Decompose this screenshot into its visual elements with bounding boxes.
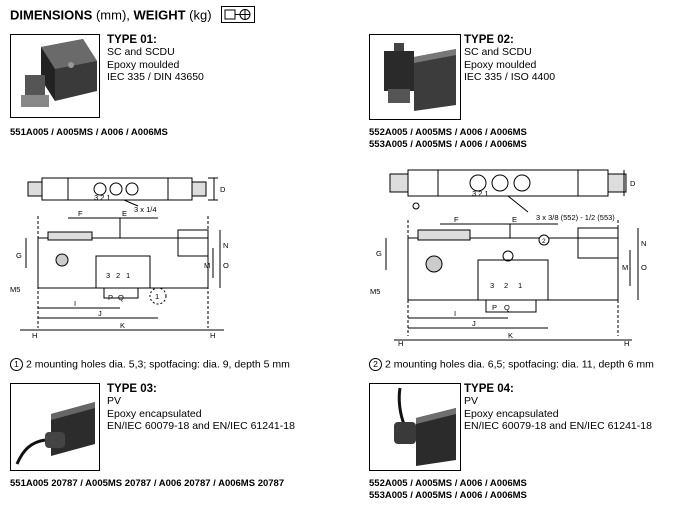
type02-photo (369, 34, 461, 120)
type02-line-3: IEC 335 / ISO 4400 (464, 71, 556, 83)
type01-code-1: 551A005 / A005MS / A006 / A006MS (10, 127, 168, 138)
dim-p: P (492, 303, 497, 312)
type04-code-2: 553A005 / A005MS / A006 / A006MS (369, 490, 527, 501)
dim-h-left: H (32, 331, 37, 340)
type02-code-1: 552A005 / A005MS / A006 / A006MS (369, 127, 527, 138)
dim-q: Q (504, 303, 510, 312)
solenoid-connector-photo-icon (21, 39, 97, 107)
ports-label: 3 x 3/8 (552) - 1/2 (553) (536, 213, 615, 222)
dim-d: D (630, 179, 636, 188)
heading-unit-mm: (mm), (95, 7, 130, 23)
type03-title: TYPE 03: (107, 383, 157, 395)
dim-f: F (454, 215, 459, 224)
dim-j: J (472, 319, 476, 328)
type02-line-2: Epoxy moulded (464, 58, 537, 71)
protection-symbol-icon (221, 6, 256, 26)
type01-line-2: Epoxy moulded (107, 58, 180, 71)
type01-title: TYPE 01: (107, 34, 157, 46)
type03-line-2: Epoxy encapsulated (107, 407, 202, 420)
dim-h-left: H (398, 339, 403, 346)
dim-n: N (641, 239, 646, 248)
dim-i: I (74, 299, 76, 308)
port-3: 3 (106, 271, 110, 280)
port-1: 1 (126, 271, 130, 280)
dim-q: Q (118, 293, 124, 302)
type02-code-2: 553A005 / A005MS / A006 / A006MS (369, 139, 527, 150)
technical-drawing-left: 3 x 1/4 D 3 2 1 F E G N O M M5 H H I J K… (10, 177, 229, 340)
dim-j: J (98, 309, 102, 318)
technical-drawing-right: 3 x 3/8 (552) - 1/2 (553) D 3 2 1 F E G … (370, 169, 647, 346)
heading-unit-kg: (kg) (189, 7, 212, 23)
dim-d: D (220, 185, 226, 194)
note-2-number: 2 (369, 358, 382, 371)
dim-k: K (508, 331, 513, 340)
dim-m5: M5 (10, 285, 20, 294)
type03-info: TYPE 03: PV Epoxy encapsulated EN/IEC 60… (107, 383, 295, 433)
dim-e: E (122, 209, 127, 218)
type03-line-3: EN/IEC 60079-18 and EN/IEC 61241-18 (107, 420, 295, 432)
type02-line-1: SC and SCDU (464, 46, 532, 58)
dim-m5: M5 (370, 287, 380, 296)
dim-m: M (204, 261, 210, 270)
dim-n: N (223, 241, 228, 250)
note-2-text: 2 mounting holes dia. 6,5; spotfacing: d… (385, 358, 654, 371)
type04-info: TYPE 04: PV Epoxy encapsulated EN/IEC 60… (464, 383, 652, 433)
dim-p: P (108, 293, 113, 302)
encapsulated-coil-photo-icon (394, 387, 456, 466)
solenoid-connector-photo-icon (384, 43, 456, 111)
note-1-number: 1 (10, 358, 23, 371)
callout-1: 1 (155, 292, 159, 301)
type02-info: TYPE 02: SC and SCDU Epoxy moulded IEC 3… (464, 34, 555, 84)
type03-line-1: PV (107, 395, 122, 407)
dim-e: E (512, 215, 517, 224)
encapsulated-coil-photo-icon (15, 402, 95, 465)
dim-g: G (16, 251, 22, 260)
type04-photo (369, 383, 461, 471)
heading-dimensions: DIMENSIONS (10, 7, 93, 23)
callout-2: 2 (542, 238, 546, 245)
type03-photo (10, 383, 100, 471)
port-2: 2 (116, 271, 120, 280)
heading-weight: WEIGHT (133, 7, 186, 23)
note-1-text: 2 mounting holes dia. 5,3; spotfacing: d… (26, 358, 290, 371)
dim-i: I (454, 309, 456, 318)
port-2: 2 (504, 281, 508, 290)
type04-line-1: PV (464, 395, 479, 407)
type04-code-1: 552A005 / A005MS / A006 / A006MS (369, 478, 527, 489)
dim-h-right: H (624, 339, 629, 346)
dim-h-right: H (210, 331, 215, 340)
type03-code-1: 551A005 20787 / A005MS 20787 / A006 2078… (10, 478, 285, 489)
dim-o: O (641, 263, 647, 272)
dim-g: G (376, 249, 382, 258)
top-view-body (41, 177, 193, 201)
ports-label: 3 x 1/4 (134, 205, 157, 214)
page-heading: DIMENSIONS (mm), WEIGHT (kg) (10, 6, 256, 26)
dim-o: O (223, 261, 229, 270)
dim-k: K (120, 321, 125, 330)
type02-title: TYPE 02: (464, 34, 514, 46)
dim-m: M (622, 263, 628, 272)
type01-line-3: IEC 335 / DIN 43650 (107, 71, 204, 83)
port-1: 1 (518, 281, 522, 290)
type01-info: TYPE 01: SC and SCDU Epoxy moulded IEC 3… (107, 34, 204, 84)
port-numbers: 3 2 1 (472, 189, 489, 198)
dim-f: F (78, 209, 83, 218)
type04-line-2: Epoxy encapsulated (464, 407, 559, 420)
type01-photo (10, 34, 100, 118)
port-numbers: 3 2 1 (94, 193, 111, 202)
type04-line-3: EN/IEC 60079-18 and EN/IEC 61241-18 (464, 420, 652, 432)
type04-title: TYPE 04: (464, 383, 514, 395)
type01-line-1: SC and SCDU (107, 46, 175, 58)
port-3: 3 (490, 281, 494, 290)
